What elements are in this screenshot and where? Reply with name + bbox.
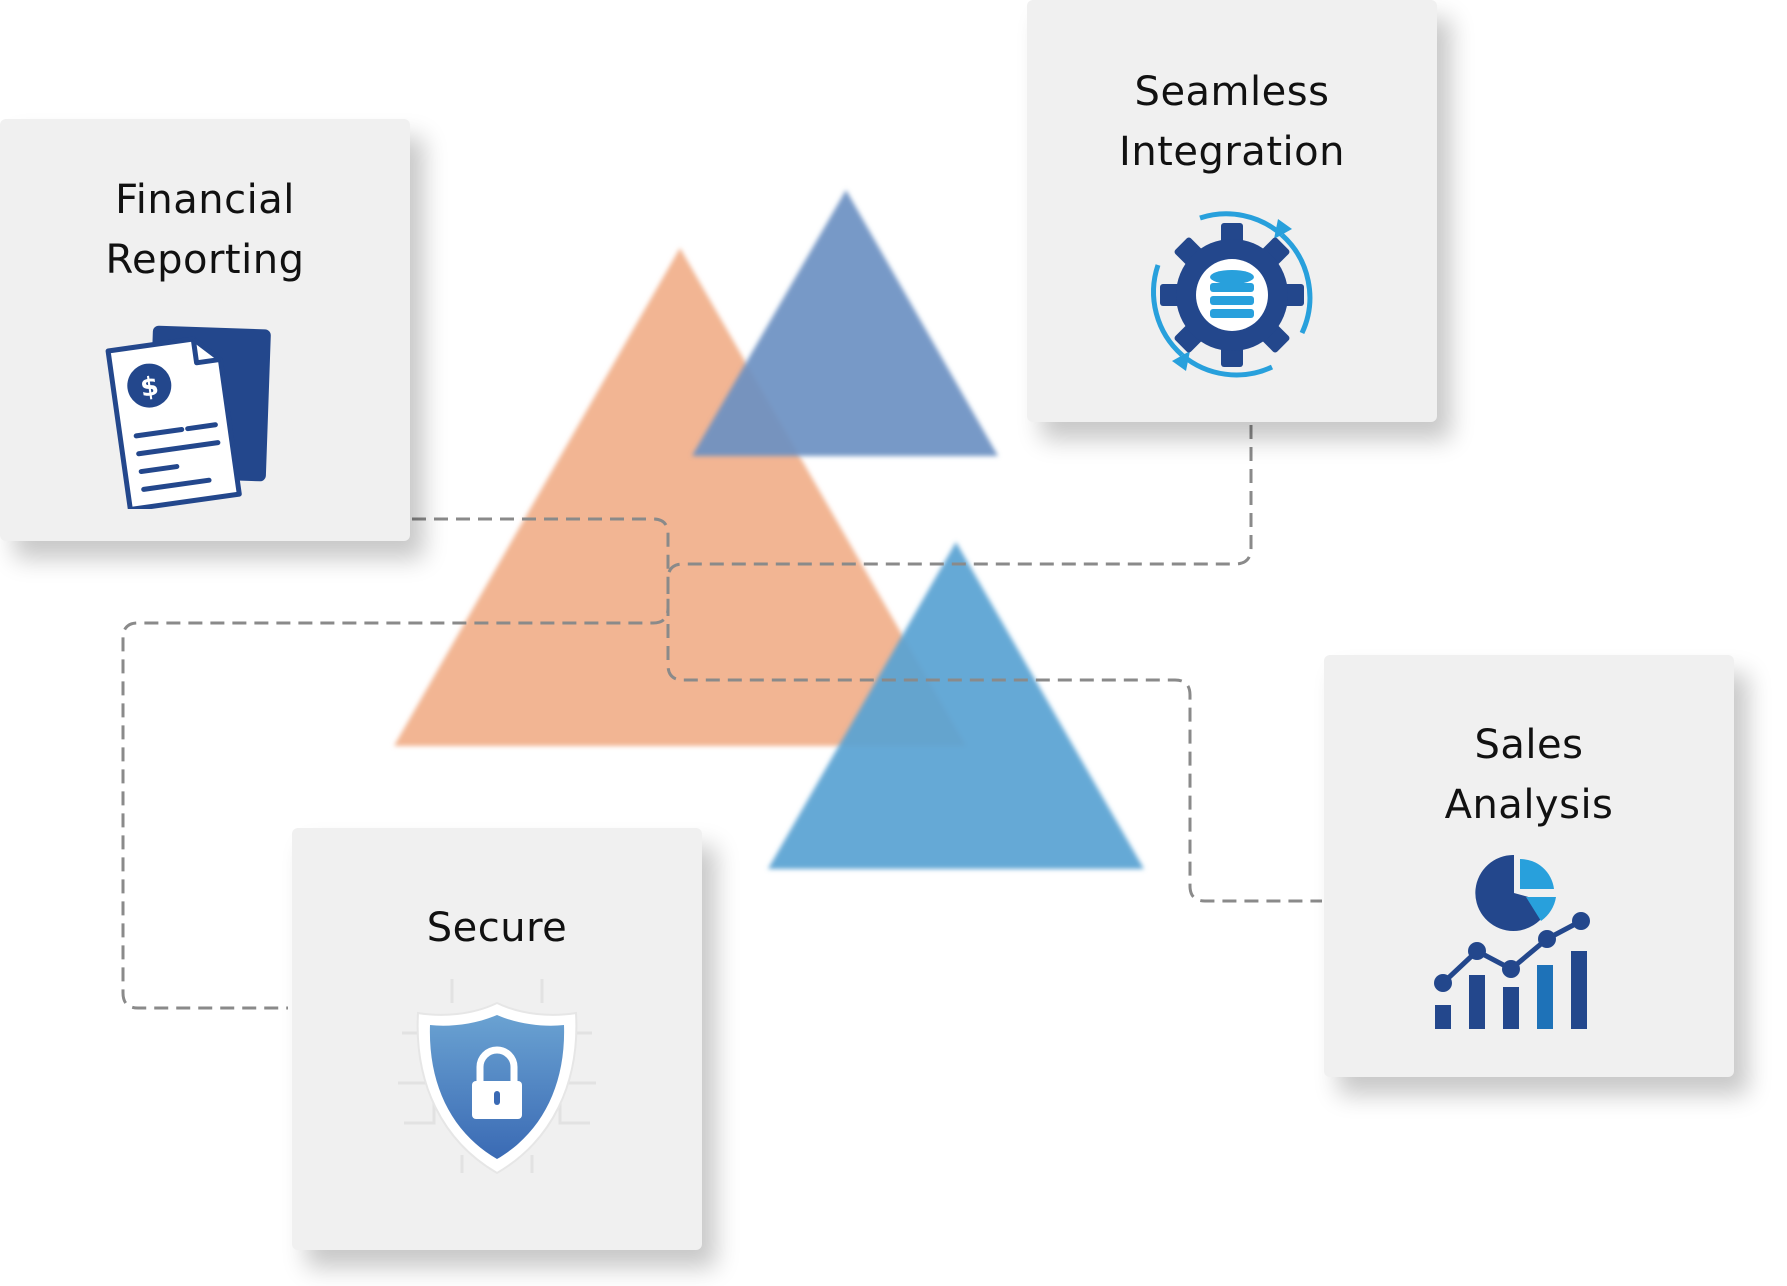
sky-blue-triangle (768, 542, 1144, 869)
orange-triangle (394, 248, 966, 746)
connector-financial-reporting (121, 517, 670, 1010)
secure-card: Secure (292, 828, 702, 1250)
sales-analysis-title-line1: Sales (1474, 722, 1584, 768)
slate-blue-triangle (692, 190, 998, 456)
seamless-integration-title: Seamless Integration (1027, 62, 1437, 182)
pie-bar-line-chart-icon (1434, 855, 1590, 1029)
financial-reporting-title-line2: Reporting (105, 237, 305, 283)
secure-title-line1: Secure (426, 905, 568, 951)
seamless-integration-title-line2: Integration (1119, 129, 1345, 175)
shield-lock-icon (398, 979, 596, 1175)
seamless-integration-title-line1: Seamless (1134, 69, 1330, 115)
financial-reporting-title: Financial Reporting (0, 170, 410, 290)
financial-reporting-title-line1: Financial (115, 177, 295, 223)
sales-analysis-card: Sales Analysis (1324, 655, 1734, 1077)
database-gear-sync-icon (1151, 211, 1313, 378)
svg-text:$: $ (139, 371, 161, 403)
sales-analysis-title-line2: Analysis (1444, 782, 1614, 828)
seamless-integration-card: Seamless Integration (1027, 0, 1437, 422)
financial-report-icon: $ (105, 325, 271, 509)
sales-analysis-title: Sales Analysis (1324, 715, 1734, 835)
secure-title: Secure (292, 898, 702, 958)
financial-reporting-card: Financial Reporting $ (0, 119, 410, 541)
connector-seamless-integration (666, 425, 1322, 903)
